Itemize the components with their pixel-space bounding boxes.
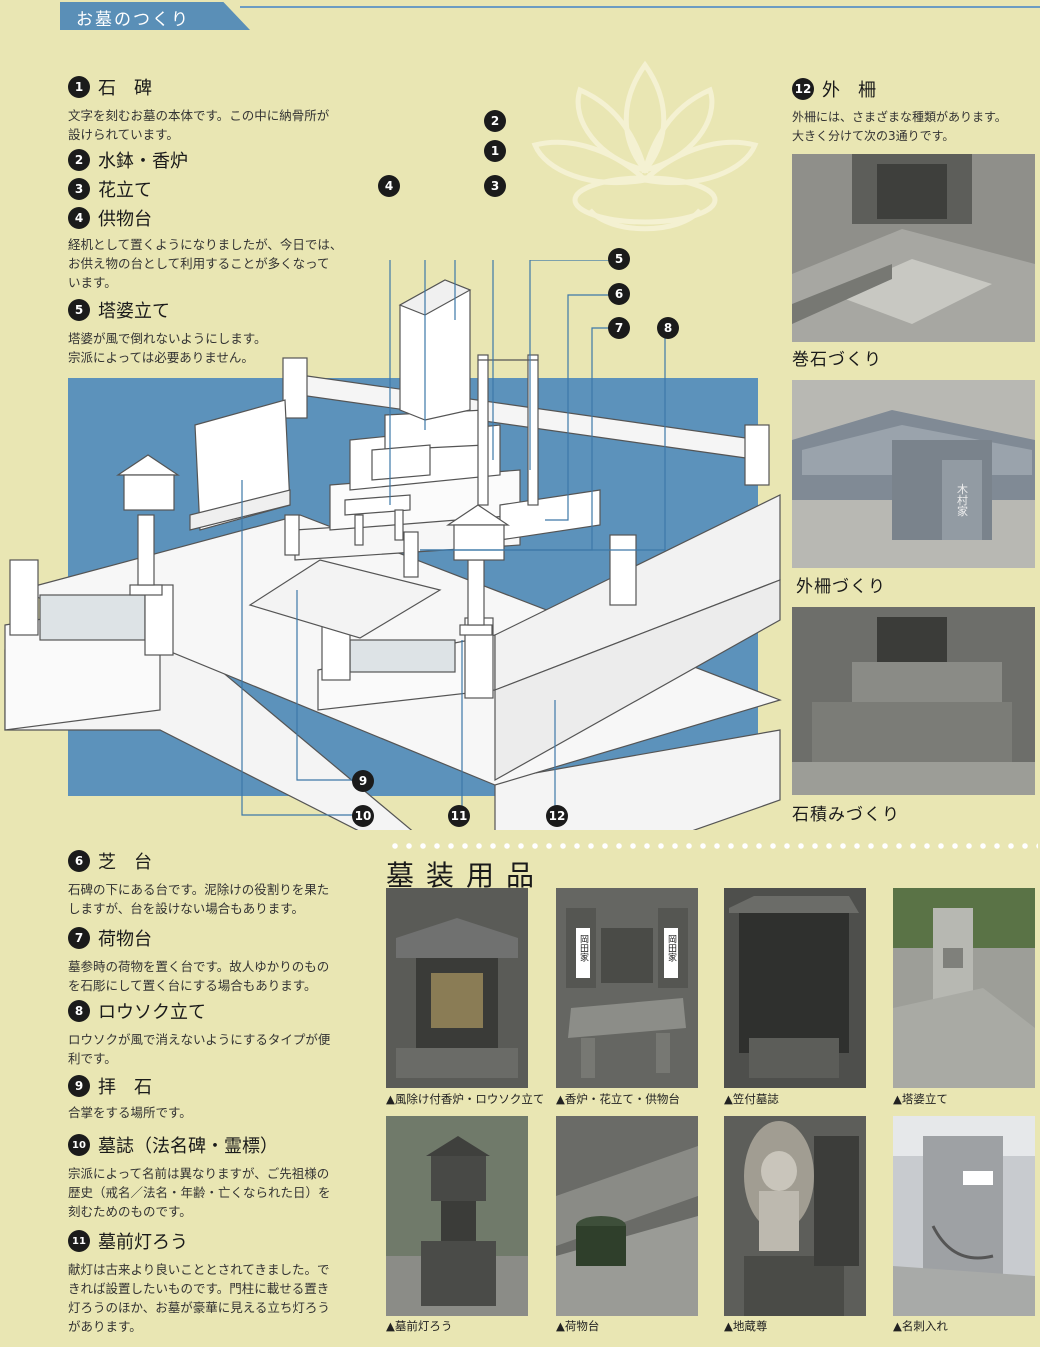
callout-12: 12 (546, 805, 568, 827)
item-title: 水鉢・香炉 (98, 151, 188, 172)
page-title: お墓のつくり (60, 2, 250, 30)
item-1: 1 石 碑 文字を刻むお墓の本体です。この中に納骨所が設けられています。 (68, 74, 398, 144)
callout-8: 8 (657, 317, 679, 339)
callout-9: 9 (352, 770, 374, 792)
item-number: 1 (68, 76, 90, 98)
item-5: 5 塔婆立て 塔婆が風で倒れないようにします。宗派によっては必要ありません。 (68, 297, 398, 367)
item-title: 石 碑 (98, 78, 152, 99)
callout-11: 11 (448, 805, 470, 827)
item-description: 墓参時の荷物を置く台です。故人ゆかりのものを石彫にして置く台にする場合もあります… (68, 959, 330, 993)
photo-makiishi (792, 154, 1035, 342)
item-title: 花立て (98, 180, 152, 201)
callout-1: 1 (484, 140, 506, 162)
item-title: 外 柵 (822, 80, 876, 101)
callout-2: 2 (484, 110, 506, 132)
callout-5: 5 (608, 248, 630, 270)
item-title: 墓前灯ろう (98, 1232, 188, 1253)
header-bar: お墓のつくり (0, 0, 1040, 30)
goods-photo-7 (724, 1116, 866, 1316)
photo-gaisaku: 木村家 (792, 380, 1035, 568)
item-title: 塔婆立て (98, 301, 170, 322)
item-title: 墓誌（法名碑・霊標） (98, 1136, 278, 1157)
grave-diagram (4, 260, 782, 830)
callout-3: 3 (484, 175, 506, 197)
item-number: 2 (68, 149, 90, 171)
item-description: 外柵には、さまざまな種類があります。大きく分けて次の3通りです。 (792, 110, 1007, 143)
item-description: 宗派によって名前は異なりますが、ご先祖様の歴史（戒名／法名・年齢・亡くなられた日… (68, 1166, 331, 1219)
lotus-watermark-icon (531, 60, 759, 232)
item-description: 文字を刻むお墓の本体です。この中に納骨所が設けられています。 (68, 108, 330, 142)
item-number: 9 (68, 1075, 90, 1097)
item-title: 荷物台 (98, 929, 152, 950)
item-number: 8 (68, 1000, 90, 1022)
item-number: 11 (68, 1230, 90, 1252)
goods-section-title: 墓装用品 (386, 859, 547, 892)
item-number: 3 (68, 178, 90, 200)
callout-7: 7 (608, 317, 630, 339)
goods-photo-8 (893, 1116, 1035, 1316)
goods-caption-7: ▲地蔵尊 (724, 1319, 768, 1333)
item-title: 拝 石 (98, 1077, 152, 1098)
goods-photo-4 (893, 888, 1035, 1088)
fence-caption-ishizumi: 石積みづくり (792, 805, 900, 825)
goods-caption-8: ▲名刺入れ (893, 1319, 948, 1333)
item-description: 石碑の下にある台です。泥除けの役割りを果たしますが、台を設けない場合もあります。 (68, 882, 330, 916)
item-number: 7 (68, 927, 90, 949)
family-name-okada-right: 岡田家 (666, 934, 677, 961)
callout-10: 10 (352, 805, 374, 827)
goods-caption-5: ▲墓前灯ろう (386, 1319, 453, 1333)
item-description: 経机として置くようになりましたが、今日では、お供え物の台として利用することが多く… (68, 237, 343, 290)
fence-caption-makiishi: 巻石づくり (792, 350, 882, 370)
goods-photo-5 (386, 1116, 528, 1316)
item-3: 3 花立て (68, 176, 152, 202)
item-4: 4 供物台 経机として置くようになりましたが、今日では、お供え物の台として利用する… (68, 205, 398, 292)
item-number: 4 (68, 207, 90, 229)
item-number: 10 (68, 1134, 90, 1156)
callout-4: 4 (378, 175, 400, 197)
goods-caption-1: ▲風除け付香炉・ロウソク立て (386, 1092, 545, 1106)
item-9: 9 拝 石 合掌をする場所です。 (68, 1073, 378, 1122)
item-7: 7 荷物台 墓参時の荷物を置く台です。故人ゆかりのものを石彫にして置く台にする場合… (68, 925, 378, 995)
item-11: 11 墓前灯ろう 献灯は古来より良いこととされてきました。できれば設置したいもので… (68, 1228, 378, 1336)
item-title: 芝 台 (98, 852, 152, 873)
goods-caption-4: ▲塔婆立て (893, 1092, 948, 1106)
photo-ishizumi (792, 607, 1035, 795)
goods-photo-3 (724, 888, 866, 1088)
item-description: 合掌をする場所です。 (68, 1105, 192, 1120)
item-12: 12 外 柵 外柵には、さまざまな種類があります。大きく分けて次の3通りです。 (792, 76, 1037, 146)
item-number: 12 (792, 78, 814, 100)
goods-caption-6: ▲荷物台 (556, 1319, 600, 1333)
item-number: 5 (68, 299, 90, 321)
item-8: 8 ロウソク立て ロウソクが風で消えないようにするタイプが便利です。 (68, 998, 378, 1068)
goods-caption-3: ▲笠付墓誌 (724, 1092, 779, 1106)
item-description: 塔婆が風で倒れないようにします。宗派によっては必要ありません。 (68, 331, 267, 365)
goods-photo-1 (386, 888, 528, 1088)
item-6: 6 芝 台 石碑の下にある台です。泥除けの役割りを果たしますが、台を設けない場合も… (68, 848, 378, 918)
item-title: 供物台 (98, 209, 152, 230)
goods-photo-2: 岡田家 岡田家 (556, 888, 698, 1088)
fence-caption-gaisaku: 外柵づくり (796, 577, 886, 597)
dotted-divider (388, 842, 1038, 850)
item-number: 6 (68, 850, 90, 872)
item-title: ロウソク立て (98, 1002, 206, 1023)
item-description: ロウソクが風で消えないようにするタイプが便利です。 (68, 1032, 331, 1066)
goods-caption-2: ▲香炉・花立て・供物台 (556, 1092, 680, 1106)
family-name-kimura: 木村家 (956, 483, 969, 516)
item-10: 10 墓誌（法名碑・霊標） 宗派によって名前は異なりますが、ご先祖様の歴史（戒名／… (68, 1132, 378, 1221)
item-2: 2 水鉢・香炉 (68, 147, 188, 173)
goods-photo-6 (556, 1116, 698, 1316)
callout-6: 6 (608, 283, 630, 305)
item-description: 献灯は古来より良いこととされてきました。できれば設置したいものです。門柱に載せる… (68, 1262, 330, 1334)
header-rule (240, 6, 1040, 8)
family-name-okada-left: 岡田家 (578, 934, 589, 961)
